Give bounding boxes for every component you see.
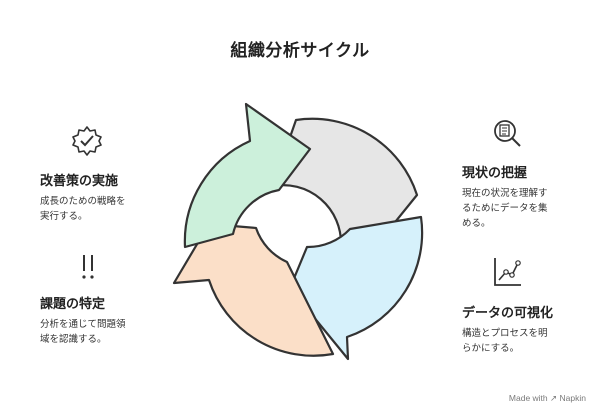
document-search-icon (494, 120, 521, 147)
step-visualize-description: 構造とプロセスを明 らかにする。 (462, 328, 548, 354)
step-implement-heading: 改善策の実施 (40, 174, 119, 189)
watermark-prefix: Made with (508, 393, 548, 403)
gear-check-icon (72, 126, 102, 156)
step-visualize-heading: データの可視化 (462, 306, 554, 321)
step-grasp-heading: 現状の把握 (462, 166, 528, 181)
step-grasp-description: 現在の状況を理解す るためにデータを集 める。 (462, 188, 548, 229)
step-identify-description: 分析を通じて問題領 域を認識する。 (40, 319, 126, 345)
step-identify-heading: 課題の特定 (40, 297, 106, 312)
step-implement-description: 成長のための戦略を 実行する。 (40, 196, 126, 222)
line-chart-icon (494, 258, 521, 286)
napkin-logo-icon: ↗ (550, 393, 558, 403)
double-exclamation-icon (82, 255, 94, 279)
cycle-arrow-implement (183, 102, 312, 249)
napkin-watermark: Made with ↗ Napkin (509, 393, 586, 404)
cycle-arrow-identify (172, 222, 335, 357)
diagram-title: 組織分析サイクル (230, 41, 370, 61)
cycle-arrow-visualize (288, 215, 424, 361)
watermark-brand: Napkin (559, 393, 586, 403)
